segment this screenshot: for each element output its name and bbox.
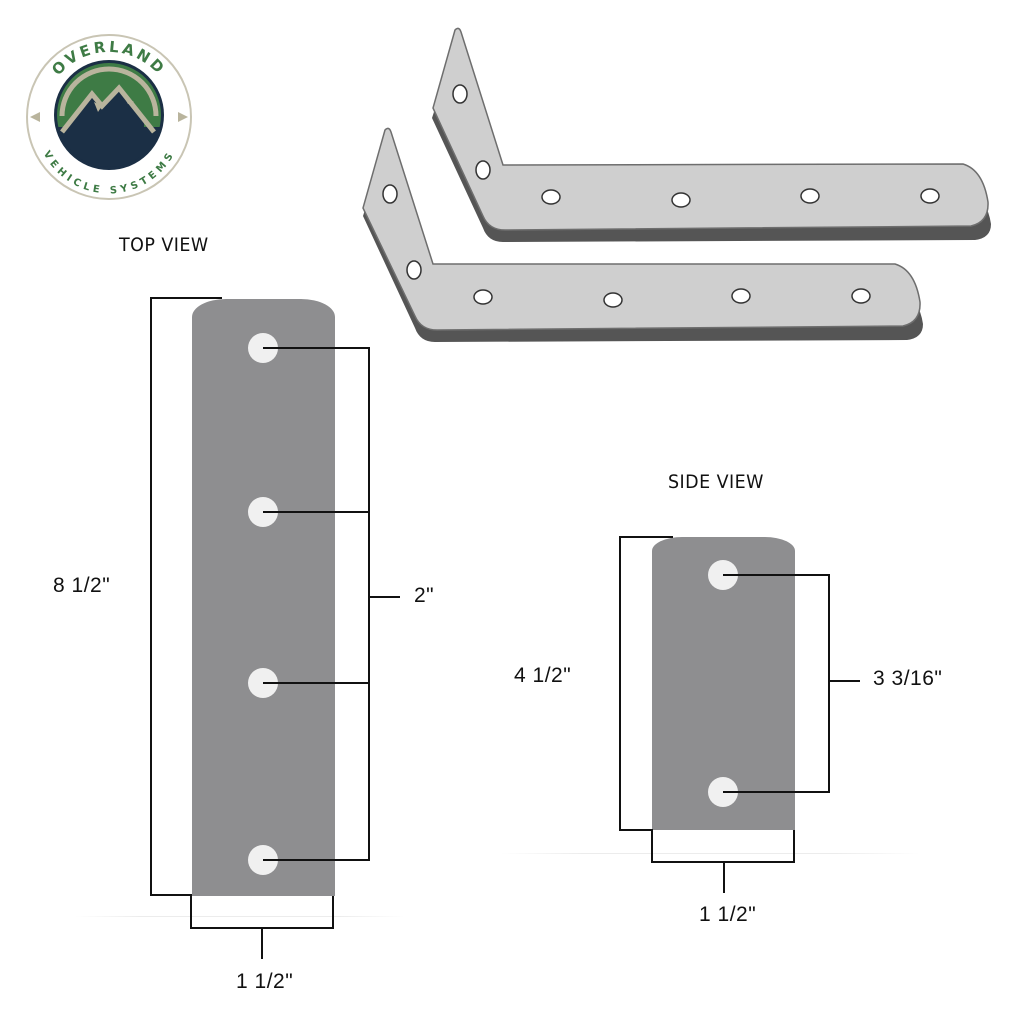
side-length-dim-line — [619, 536, 621, 830]
top-view-title: TOP VIEW — [119, 234, 209, 256]
top-length-dim-top — [150, 297, 222, 299]
side-hole-spacing-label: 3 3/16" — [873, 667, 943, 690]
top-width-dim-right — [332, 896, 334, 928]
top-spacing-dim-tick — [368, 596, 400, 598]
top-hole-leader-1 — [263, 347, 370, 349]
top-spacing-dim-line — [368, 347, 370, 861]
side-view-title: SIDE VIEW — [668, 471, 764, 493]
top-hole-leader-2 — [263, 511, 370, 513]
side-width-dim-left — [651, 830, 653, 862]
side-width-dim-right — [793, 830, 795, 862]
bracket-back — [432, 27, 991, 242]
top-hole-spacing-label: 2" — [414, 584, 435, 607]
bracket-render — [355, 22, 1000, 352]
top-view-ground-line — [75, 916, 405, 917]
top-hole-leader-4 — [263, 859, 370, 861]
top-width-label: 1 1/2" — [236, 970, 294, 993]
side-view-ground-line — [500, 853, 920, 854]
side-length-dim-bottom — [619, 829, 653, 831]
top-width-dim-left — [190, 896, 192, 928]
overland-logo: OVERLAND VEHICLE SYSTEMS — [24, 32, 194, 202]
side-spacing-dim-line — [828, 574, 830, 793]
top-length-dim-bottom — [150, 894, 192, 896]
top-width-dim-tick — [261, 927, 263, 959]
bracket-front — [362, 127, 923, 342]
side-length-dim-top — [619, 536, 673, 538]
top-hole-leader-3 — [263, 682, 370, 684]
side-width-dim-tick — [723, 861, 725, 893]
side-length-label: 4 1/2" — [514, 664, 572, 687]
side-hole-leader-1 — [723, 574, 830, 576]
top-length-label: 8 1/2" — [53, 574, 111, 597]
side-width-label: 1 1/2" — [699, 903, 757, 926]
side-spacing-dim-tick — [828, 680, 860, 682]
side-hole-leader-2 — [723, 791, 830, 793]
top-view-plate — [192, 299, 335, 896]
top-length-dim-line — [150, 297, 152, 895]
